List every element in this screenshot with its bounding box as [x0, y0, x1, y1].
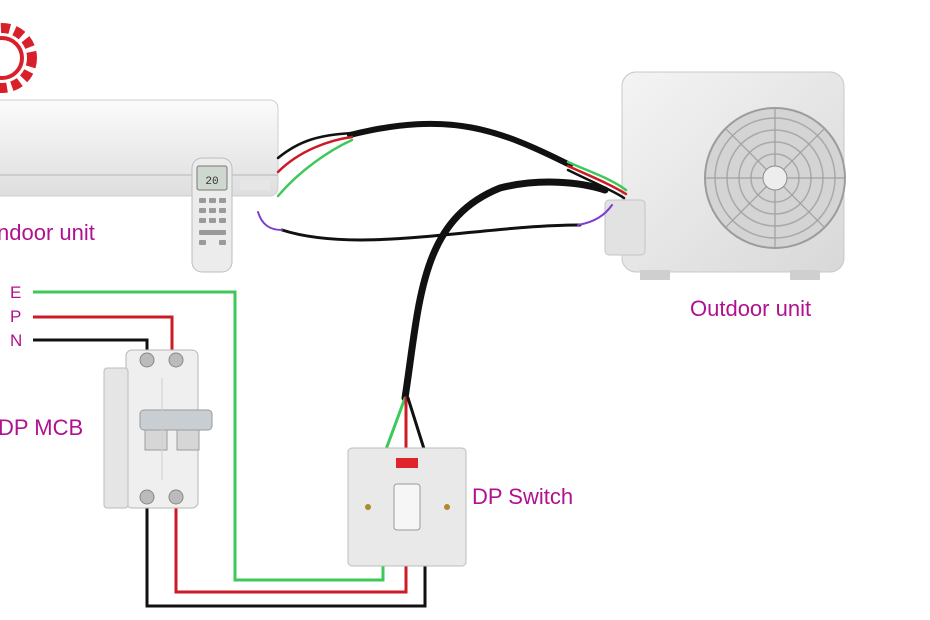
interconnect-cable [257, 120, 628, 242]
indoor-unit [0, 99, 279, 197]
switch-indicator-icon [396, 458, 418, 468]
dp-mcb [103, 349, 213, 509]
dp-mcb-label: DP MCB [0, 415, 83, 440]
phase-label: P [10, 307, 21, 326]
neutral-label: N [10, 331, 22, 350]
earth-label: E [10, 283, 21, 302]
mains-wiring [33, 290, 427, 608]
outdoor-unit-label: Outdoor unit [690, 296, 811, 321]
supply-cable [383, 178, 609, 454]
dp-switch-label: DP Switch [472, 484, 573, 509]
gear-logo-icon [0, 23, 37, 93]
indoor-unit-label: ndoor unit [0, 220, 95, 245]
remote-control: 20 [191, 157, 233, 273]
remote-display-text: 20 [205, 176, 218, 188]
dp-switch [347, 447, 467, 567]
outdoor-unit [604, 71, 846, 280]
fan-grille-icon [704, 107, 846, 249]
